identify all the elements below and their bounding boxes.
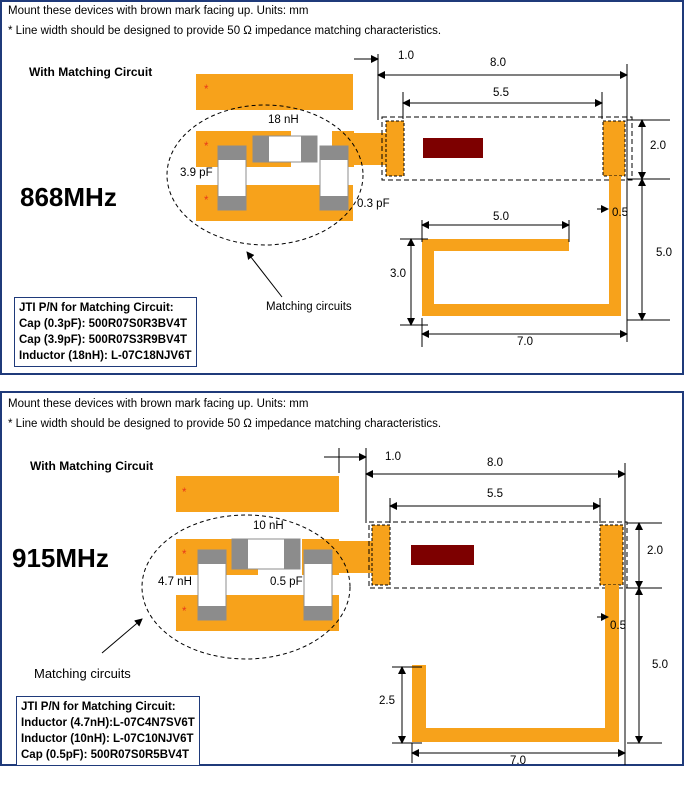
asterisk-mark: * (182, 606, 187, 618)
panel-915mhz: Mount these devices with brown mark faci… (0, 391, 684, 767)
brown-mark (411, 545, 474, 565)
dim-0p5: 0.5 (612, 207, 628, 219)
matching-ellipse (166, 104, 364, 246)
mount-note: Mount these devices with brown mark faci… (8, 398, 309, 410)
inductor-label: 18 nH (268, 114, 299, 126)
brown-mark (423, 138, 483, 158)
feed-line (342, 133, 392, 165)
dim-5p5: 5.5 (493, 87, 509, 99)
antenna-trace (412, 585, 619, 742)
dim-8p0: 8.0 (490, 57, 506, 69)
dim-7p0: 7.0 (510, 755, 526, 767)
matching-circuits-label: Matching circuits (34, 666, 131, 681)
dim-1p0: 1.0 (398, 50, 414, 62)
pn-line: Inductor (10nH): L-07C10NJV6T (21, 733, 194, 745)
asterisk-mark: * (204, 141, 209, 153)
dim-3p0: 3.0 (390, 268, 406, 280)
matching-circuits-label: Matching circuits (266, 301, 352, 313)
dim-5p0-right: 5.0 (652, 659, 668, 671)
asterisk-mark: * (204, 195, 209, 207)
matching-circuit-heading: With Matching Circuit (29, 65, 153, 79)
top-pad (176, 476, 339, 512)
cap-left-label: 3.9 pF (180, 167, 213, 179)
antenna-outline (368, 521, 628, 589)
pn-line: Cap (3.9pF): 500R07S3R9BV4T (19, 334, 188, 346)
part-number-box: JTI P/N for Matching Circuit: Cap (0.3pF… (14, 297, 197, 367)
mount-note: Mount these devices with brown mark faci… (8, 5, 309, 17)
part-number-box: JTI P/N for Matching Circuit: Inductor (… (16, 696, 200, 766)
line-width-note: * Line width should be designed to provi… (8, 25, 442, 37)
dim-1p0: 1.0 (385, 451, 401, 463)
antenna-left-terminal (385, 120, 405, 177)
asterisk-mark: * (182, 549, 187, 561)
matching-ellipse (141, 514, 351, 660)
pn-line: Cap (0.5pF): 500R07S0R5BV4T (21, 749, 190, 761)
dim-5p0-right: 5.0 (656, 247, 672, 259)
pn-line: Inductor (4.7nH):L-07C4N7SV6T (21, 717, 195, 729)
pn-line: Inductor (18nH): L-07C18NJV6T (19, 350, 192, 362)
dim-2p0: 2.0 (647, 545, 663, 557)
dim-5p0-top: 5.0 (493, 211, 509, 223)
line-width-note: * Line width should be designed to provi… (8, 418, 442, 430)
matching-circuit-heading: With Matching Circuit (30, 459, 154, 473)
antenna-outline (381, 116, 633, 181)
antenna-left-terminal (371, 524, 391, 586)
cap-right-label: 0.3 pF (357, 198, 390, 210)
panel-868mhz: Mount these devices with brown mark faci… (0, 0, 684, 375)
asterisk-mark: * (182, 487, 187, 499)
top-pad (196, 74, 353, 110)
dim-5p5: 5.5 (487, 488, 503, 500)
cap-right-label: 0.5 pF (270, 576, 303, 588)
inductor-label: 10 nH (253, 520, 284, 532)
dim-0p5: 0.5 (610, 620, 626, 632)
frequency-label: 868MHz (20, 182, 117, 212)
dim-8p0: 8.0 (487, 457, 503, 469)
frequency-label: 915MHz (12, 543, 109, 573)
cap-left-label: 4.7 nH (158, 576, 192, 588)
layout-drawing (166, 54, 670, 347)
antenna-right-terminal (599, 524, 624, 586)
asterisk-mark: * (204, 84, 209, 96)
dim-7p0: 7.0 (517, 336, 533, 348)
pn-title: JTI P/N for Matching Circuit: (19, 302, 174, 314)
dim-2p5: 2.5 (379, 695, 395, 707)
pn-title: JTI P/N for Matching Circuit: (21, 701, 176, 713)
dim-2p0: 2.0 (650, 140, 666, 152)
pn-line: Cap (0.3pF): 500R07S0R3BV4T (19, 318, 188, 330)
antenna-trace (422, 176, 621, 316)
antenna-right-terminal (602, 120, 626, 177)
layout-drawing (101, 448, 662, 765)
